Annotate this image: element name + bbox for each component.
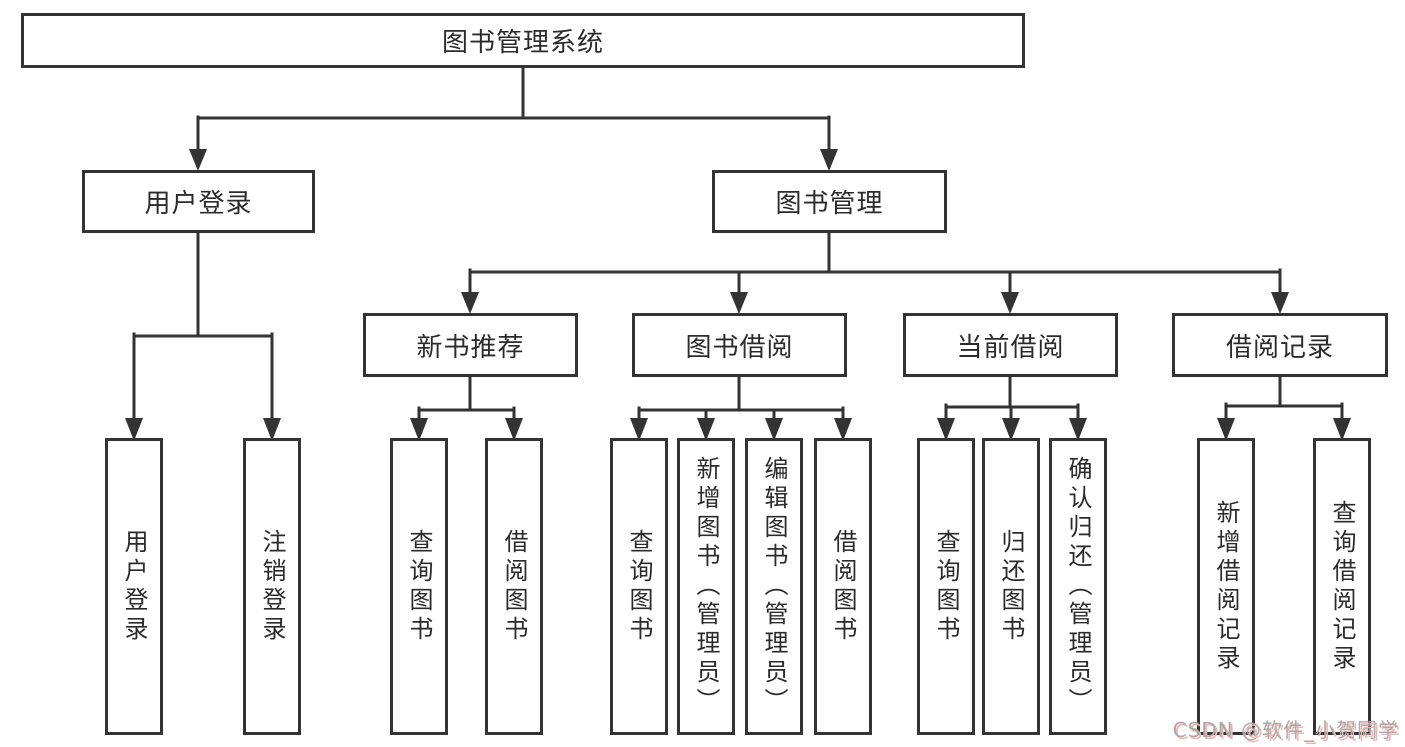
arrowhead-icon [461,292,479,314]
node-current-borrowing: 当前借阅 [903,313,1118,377]
node-borrowing-records-label: 借阅记录 [1225,332,1334,363]
leaf-return-books: 归还图书 [982,438,1040,735]
node-book-borrowing: 图书借阅 [632,313,847,377]
node-borrowing-records: 借阅记录 [1172,313,1388,377]
leaf-query-books-borrowing: 查询图书 [610,438,668,735]
leaf-query-borrowing-record: 查询借阅记录 [1313,438,1371,735]
node-new-book-recommendation: 新书推荐 [363,313,578,377]
node-library-system-label: 图书管理系统 [441,28,604,58]
leaf-query-books-recommend: 查询图书 [390,438,448,735]
leaf-user-login-label: 用户登录 [120,528,148,645]
leaf-query-books-borrowing-label: 查询图书 [625,528,653,645]
watermark: CSDN @软件_小贺同学 [1172,718,1399,742]
arrowhead-icon [1271,292,1289,314]
leaf-borrow-books-borrowing: 借阅图书 [814,438,872,735]
leaf-query-borrowing-record-label: 查询借阅记录 [1328,499,1356,674]
leaf-add-books-admin: 新增图书（管理员） [677,438,735,735]
connector-current-borrowing-to-leaves [937,375,1087,441]
leaf-logout-label: 注销登录 [258,528,286,645]
leaf-edit-books-admin: 编辑图书（管理员） [745,438,803,735]
arrowhead-icon [1001,292,1019,314]
node-current-borrowing-label: 当前借阅 [956,332,1065,363]
node-new-book-recommendation-label: 新书推荐 [416,332,525,363]
connector-root-to-level2 [189,66,838,171]
leaf-return-books-label: 归还图书 [997,528,1025,645]
leaf-borrow-books-borrowing-label: 借阅图书 [829,528,857,645]
leaf-user-login: 用户登录 [105,438,163,735]
leaf-add-borrowing-record-label: 新增借阅记录 [1212,499,1240,674]
leaf-borrow-books-recommend: 借阅图书 [485,438,543,735]
node-book-borrowing-label: 图书借阅 [685,332,794,363]
connector-book-management-to-level3 [461,230,1289,314]
leaf-query-books-current: 查询图书 [917,438,975,735]
arrowhead-icon [820,149,838,171]
leaf-query-books-current-label: 查询图书 [932,528,960,645]
arrowhead-icon [730,292,748,314]
node-book-management: 图书管理 [712,170,947,233]
arrowhead-icon [189,149,207,171]
leaf-add-books-admin-label: 新增图书（管理员） [692,456,720,717]
leaf-edit-books-admin-label: 编辑图书（管理员） [760,456,788,717]
node-book-management-label: 图书管理 [775,189,884,219]
node-user-login: 用户登录 [82,170,315,233]
leaf-add-borrowing-record: 新增借阅记录 [1197,438,1255,735]
leaf-borrow-books-recommend-label: 借阅图书 [500,528,528,645]
node-library-system: 图书管理系统 [21,13,1025,68]
connector-new-book-recommendation-to-leaves [410,375,523,441]
connector-book-borrowing-to-leaves [630,375,852,441]
leaf-confirm-return-admin-label: 确认归还（管理员） [1064,456,1092,717]
leaf-confirm-return-admin: 确认归还（管理员） [1049,438,1107,735]
leaf-logout: 注销登录 [243,438,301,735]
connector-borrowing-records-to-leaves [1217,375,1351,441]
leaf-query-books-recommend-label: 查询图书 [405,528,433,645]
node-user-login-label: 用户登录 [144,189,253,219]
connector-user-login-to-leaves [125,231,281,441]
